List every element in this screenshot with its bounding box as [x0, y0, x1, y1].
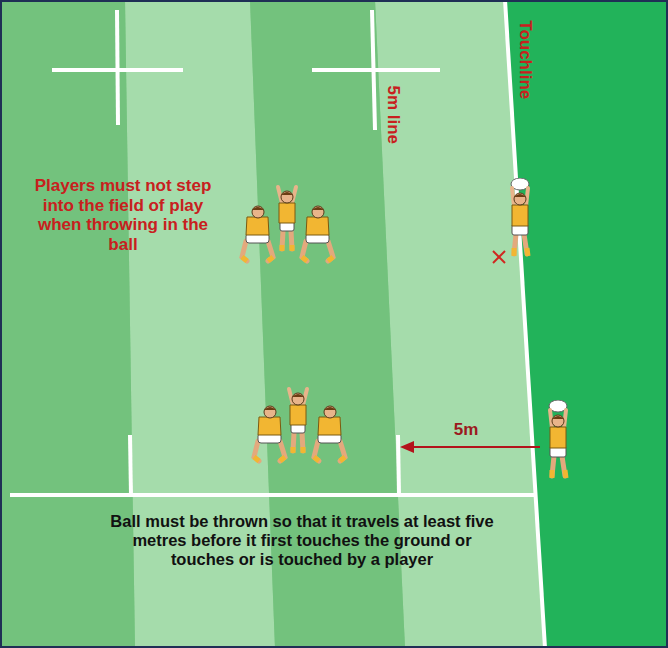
- distance-arrow: [400, 441, 540, 453]
- dimension-label: 5m: [444, 420, 488, 440]
- touchline-label: Touchline: [515, 5, 535, 115]
- rule-note: Players must not step into the field of …: [32, 176, 214, 254]
- foul-cross: [493, 251, 505, 263]
- thrower-player: [549, 400, 567, 478]
- lineout-group: [242, 187, 333, 261]
- rule-note: Ball must be thrown so that it travels a…: [102, 512, 502, 569]
- thrower-player: [511, 178, 529, 256]
- pitch-lines: [10, 0, 545, 648]
- field-stripe: [0, 0, 135, 648]
- line-label: 5m line: [383, 77, 403, 153]
- lineout-group: [254, 389, 345, 461]
